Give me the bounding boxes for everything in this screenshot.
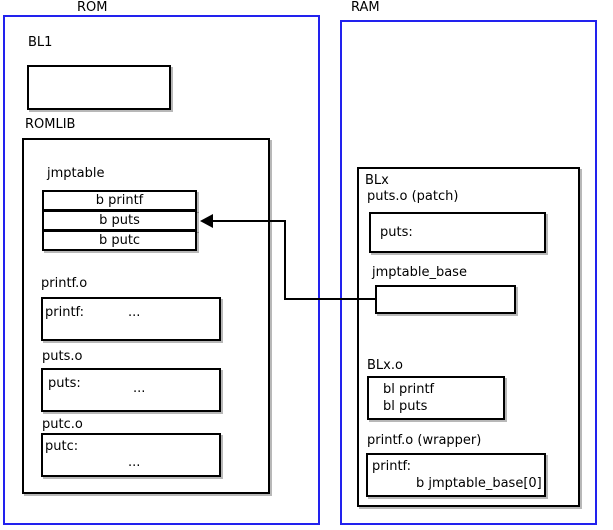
romlib-puts-o-box: puts: ... [41, 368, 221, 412]
blx-o-box: bl printf bl puts [367, 376, 505, 420]
printf-wrapper-instruction: b jmptable_base[0] [416, 476, 542, 491]
printf-wrapper-box: printf: b jmptable_base[0] [366, 453, 546, 497]
jmptable-entry-2: b putc [42, 230, 197, 251]
bl1-label: BL1 [28, 35, 53, 50]
jmptable-base-label: jmptable_base [372, 265, 467, 280]
puts-patch-box: puts: [369, 212, 546, 253]
jmptable-entry-0-text: b printf [95, 193, 144, 208]
romlib-printf-body: ... [128, 305, 141, 320]
romlib-label: ROMLIB [25, 117, 76, 132]
blx-o-line1: bl printf [383, 382, 435, 397]
romlib-putc-symbol: putc: [45, 439, 79, 454]
jmptable-label: jmptable [47, 166, 105, 181]
printf-wrapper-label: printf.o (wrapper) [367, 433, 482, 448]
romlib-putc-o-label: putc.o [42, 417, 83, 432]
romlib-printf-symbol: printf: [45, 305, 85, 320]
romlib-puts-symbol: puts: [48, 376, 81, 391]
printf-wrapper-symbol: printf: [372, 459, 412, 474]
bl1-box [27, 65, 171, 110]
blx-o-label: BLx.o [367, 358, 403, 373]
connector-segment-horizontal-lower [284, 298, 376, 300]
romlib-puts-body: ... [133, 381, 146, 396]
puts-patch-symbol: puts: [380, 225, 413, 240]
rom-region-label: ROM [77, 0, 108, 15]
jmptable-entry-1-text: b puts [99, 213, 140, 228]
blx-label: BLx [365, 173, 389, 188]
romlib-puts-o-label: puts.o [42, 349, 83, 364]
connector-segment-vertical [284, 220, 286, 300]
puts-patch-label: puts.o (patch) [367, 189, 459, 204]
jmptable-entry-2-text: b putc [98, 233, 141, 248]
romlib-putc-body: ... [128, 455, 141, 470]
romlib-printf-o-box: printf: ... [41, 297, 221, 341]
jmptable-entry-0: b printf [42, 190, 197, 211]
romlib-printf-o-label: printf.o [41, 276, 88, 291]
jmptable-base-body [377, 287, 514, 295]
romlib-putc-o-box: putc: ... [41, 433, 221, 477]
connector-arrowhead-icon [200, 214, 213, 228]
blx-o-line2: bl puts [383, 399, 428, 414]
jmptable-base-box [375, 285, 516, 314]
ram-region-label: RAM [351, 0, 380, 15]
jmptable-entry-1: b puts [42, 210, 197, 231]
bl1-body [29, 67, 169, 75]
connector-segment-horizontal-upper [213, 220, 286, 222]
